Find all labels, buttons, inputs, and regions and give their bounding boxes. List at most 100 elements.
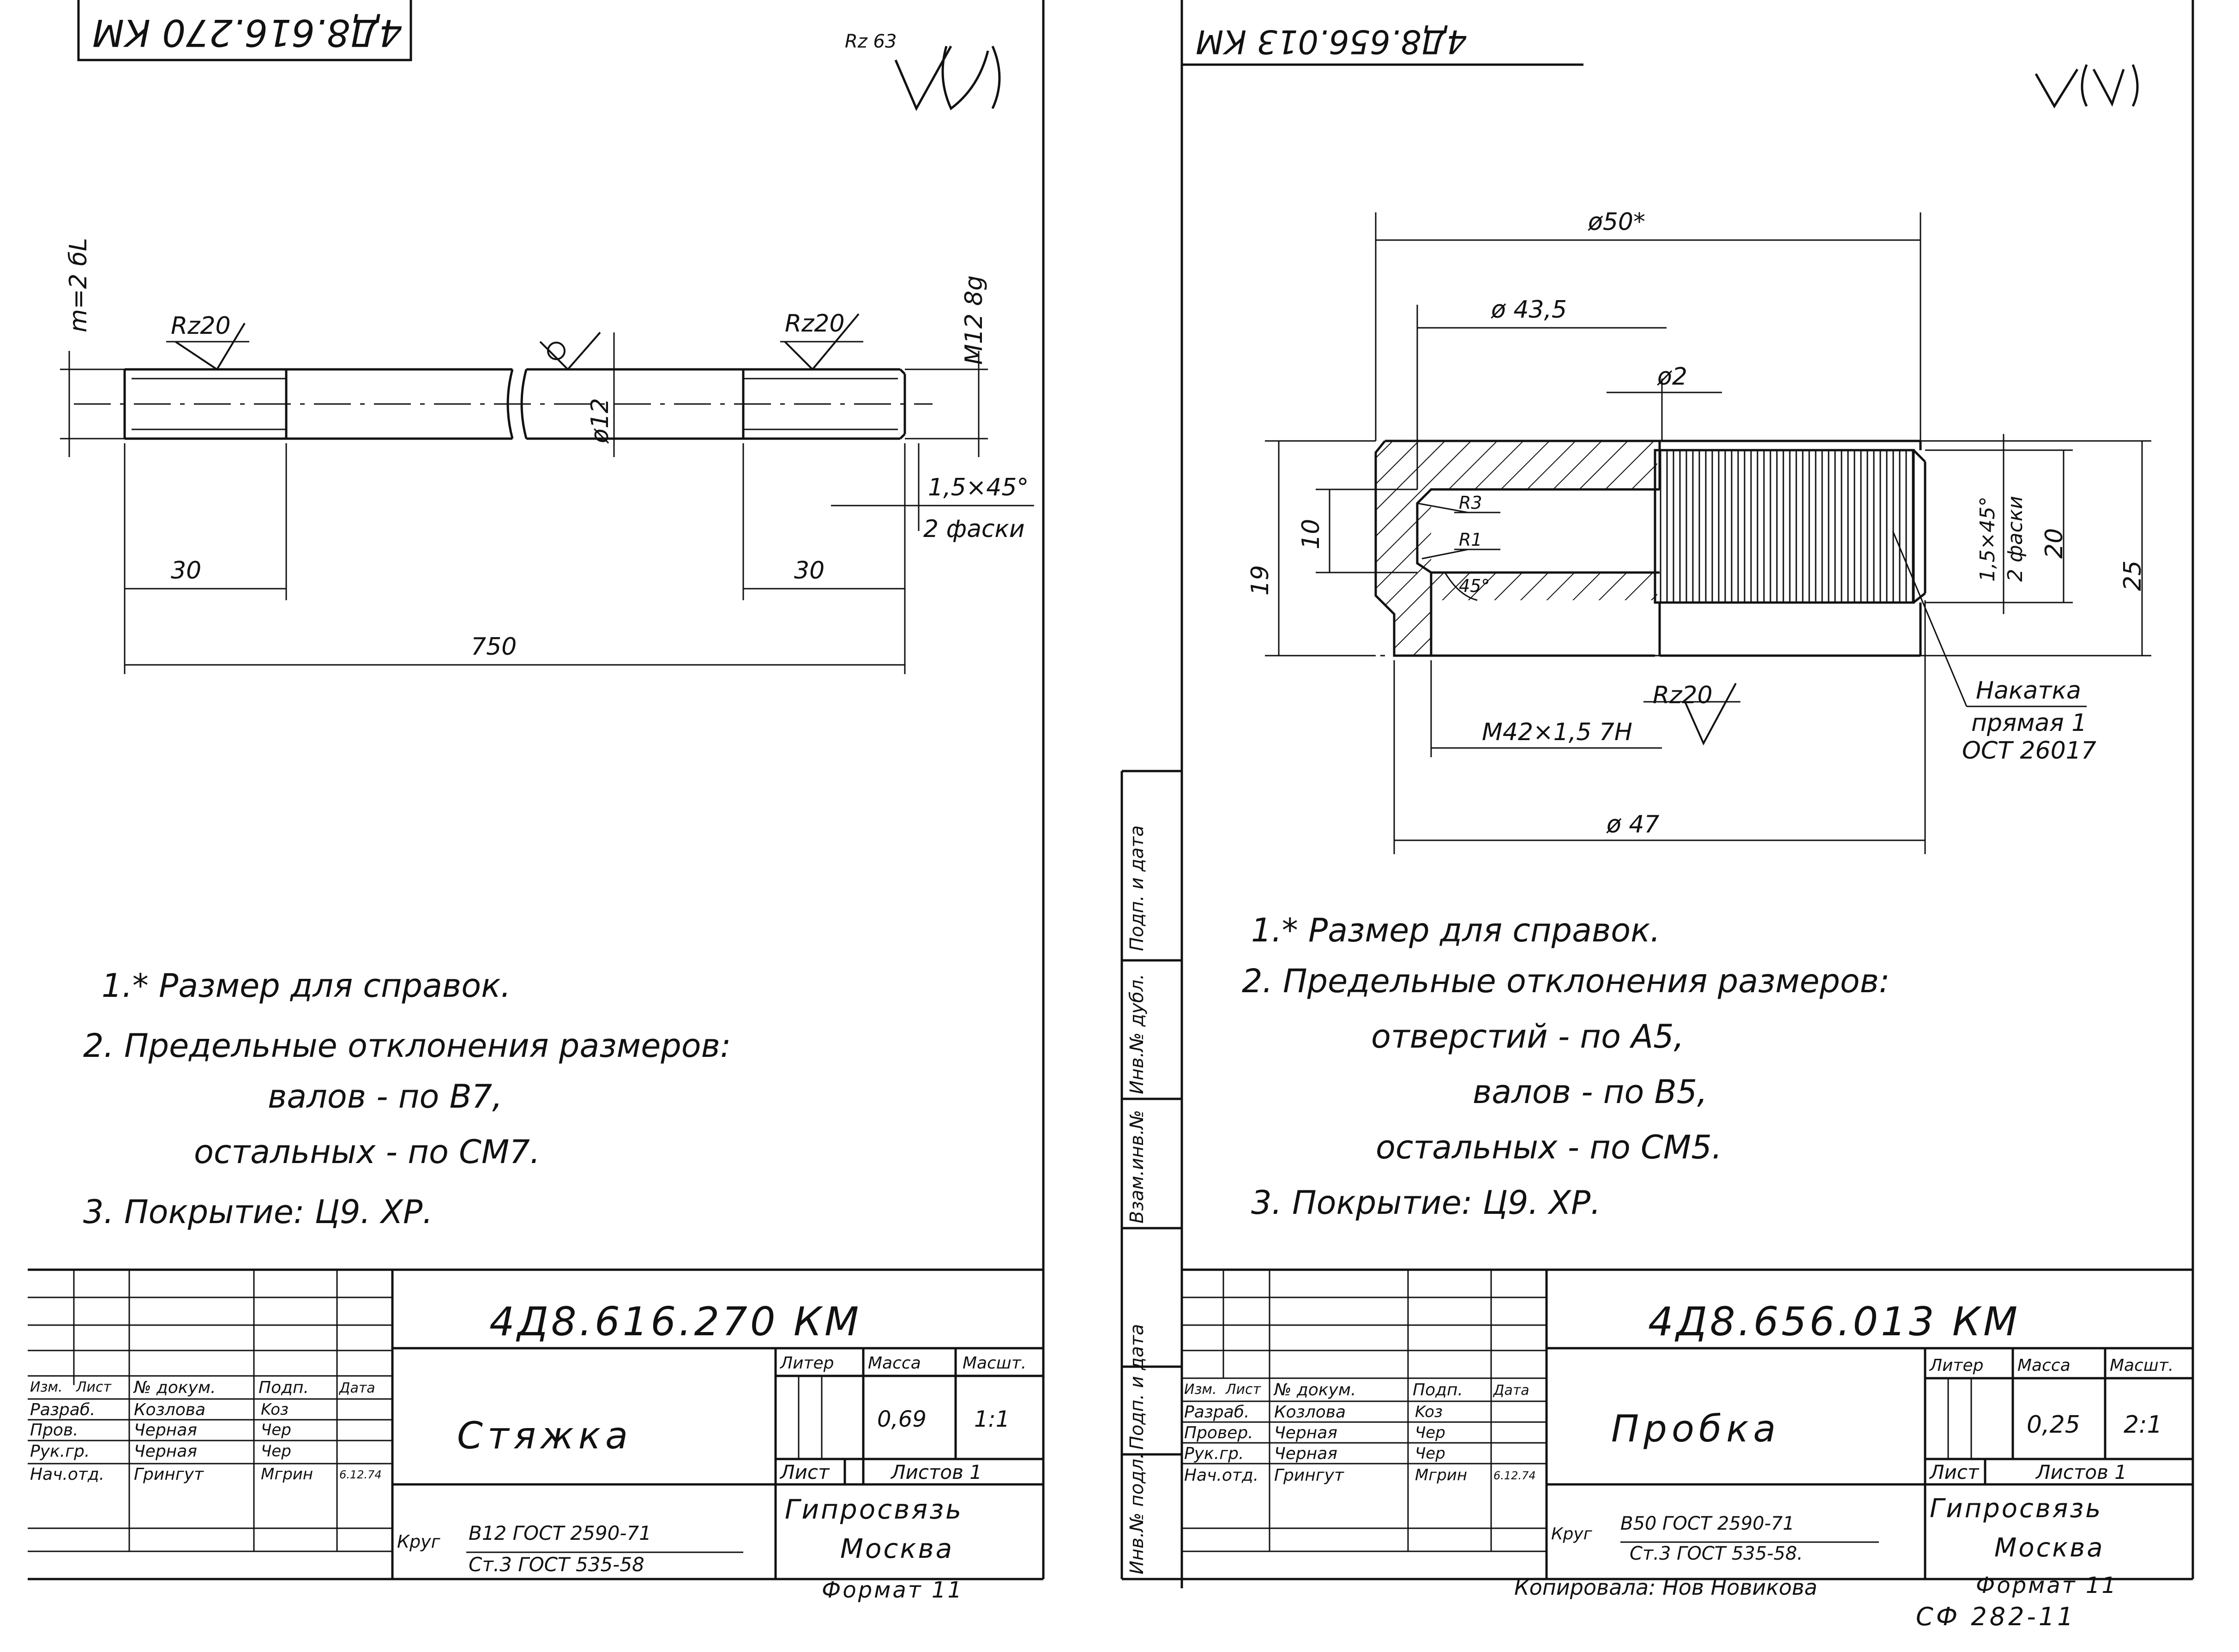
left-hdr-doc: № докум. <box>134 1378 216 1397</box>
right-d50: ø50* <box>1588 208 1645 236</box>
right-role-2: Провер. <box>1184 1423 1253 1442</box>
right-sign-4: Мгрин <box>1415 1466 1468 1484</box>
left-thread-left: m=2 бL <box>65 238 92 332</box>
left-len-left: 30 <box>171 557 202 585</box>
right-part-name: Пробка <box>1611 1407 1781 1450</box>
right-material-top: В50 ГОСТ 2590-71 <box>1620 1513 1795 1534</box>
left-sign-3: Чер <box>261 1442 291 1460</box>
right-role-4: Нач.отд. <box>1184 1466 1259 1485</box>
left-format: Формат 11 <box>822 1577 964 1603</box>
side-stamp-2: Подп. и дата <box>1126 1324 1148 1450</box>
right-note-2c: остальных - по СМ5. <box>1376 1128 1722 1166</box>
right-person-2: Черная <box>1274 1423 1337 1442</box>
left-role-1: Разраб. <box>30 1400 96 1419</box>
left-mass-label: Масса <box>868 1354 921 1373</box>
right-person-3: Черная <box>1274 1444 1337 1463</box>
left-doc-number: 4Д8.616.270 КМ <box>489 1299 862 1345</box>
right-role-3: Рук.гр. <box>1184 1444 1244 1463</box>
right-d47: ø 47 <box>1607 811 1660 838</box>
left-person-2: Черная <box>134 1421 197 1440</box>
right-material-bottom: Ст.3 ГОСТ 535-58. <box>1630 1543 1803 1564</box>
right-mass-label: Масса <box>2017 1356 2070 1375</box>
left-title-block-lines <box>28 1268 1043 1579</box>
right-role-1: Разраб. <box>1184 1403 1250 1422</box>
left-sign-4: Мгрин <box>261 1465 313 1483</box>
right-hdr-date: Дата <box>1493 1382 1529 1399</box>
left-material-top: В12 ГОСТ 2590-71 <box>469 1522 651 1544</box>
left-note-2b: остальных - по СМ7. <box>194 1133 541 1171</box>
rod-drawing <box>60 313 1034 674</box>
right-sign-3: Чер <box>1415 1444 1445 1463</box>
side-stamp-1: Инв.№ подл. <box>1126 1453 1148 1574</box>
left-liter-label: Литер <box>780 1354 834 1373</box>
right-note-2: 2. Предельные отклонения размеров: <box>1242 962 1890 1000</box>
side-stamp-5: Подп. и дата <box>1126 825 1148 951</box>
right-knurl-1: Накатка <box>1976 677 2081 705</box>
right-person-4: Грингут <box>1274 1466 1344 1485</box>
left-scale-label: Масшт. <box>963 1354 1027 1373</box>
right-r3: R3 <box>1459 493 1482 513</box>
right-title-block-lines <box>1182 1268 2194 1579</box>
right-a45: 45° <box>1459 576 1490 596</box>
left-material-prefix: Круг <box>397 1531 440 1552</box>
left-general-roughness: Rz 63 <box>845 31 897 52</box>
right-note-2b: валов - по В5, <box>1473 1073 1708 1111</box>
left-part-name: Стяжка <box>457 1414 632 1457</box>
left-note-3: 3. Покрытие: Ц9. ХР. <box>83 1193 433 1231</box>
right-note-3: 3. Покрытие: Ц9. ХР. <box>1251 1184 1601 1222</box>
right-drawing-sheet: 4Д8.656.013 КМ ø50* ø 43,5 ø2 R3 R1 45° … <box>1076 0 2239 1652</box>
right-chamfer-count: 2 фаски <box>2004 496 2027 582</box>
left-note-2a: валов - по В7, <box>268 1078 503 1115</box>
left-corner-code: 4Д8.616.270 КМ <box>92 11 403 54</box>
sheet-code: СФ 282-11 <box>1916 1602 2076 1631</box>
left-sheets-label: Листов 1 <box>891 1461 982 1483</box>
right-h25: 25 <box>2119 560 2147 591</box>
right-knurl-3: ОСТ 26017 <box>1962 737 2096 765</box>
left-len-right: 30 <box>794 557 825 585</box>
right-sign-2: Чер <box>1415 1423 1445 1442</box>
right-format: Формат 11 <box>1976 1573 2118 1598</box>
right-drawing-lines <box>1120 0 2194 1588</box>
right-city: Москва <box>1994 1533 2105 1563</box>
left-sheet-label: Лист <box>780 1461 830 1483</box>
right-scale-label: Масшт. <box>2110 1356 2174 1375</box>
side-stamp-3: Взам.инв.№ <box>1126 1109 1148 1224</box>
left-hdr-date: Дата <box>339 1380 375 1396</box>
left-diameter: ø12 <box>586 398 614 443</box>
right-r1: R1 <box>1459 530 1482 550</box>
left-chamfer-count: 2 фаски <box>923 515 1025 543</box>
right-doc-number: 4Д8.656.013 КМ <box>1648 1299 2021 1345</box>
right-scale: 2:1 <box>2124 1411 2162 1439</box>
right-sheet-label: Лист <box>1930 1461 1979 1483</box>
left-rz-1: Rz20 <box>171 312 231 340</box>
left-role-4: Нач.отд. <box>30 1465 105 1484</box>
left-thread-right: M12 8g <box>960 275 988 365</box>
right-d435: ø 43,5 <box>1491 296 1567 324</box>
right-hdr-doc: № докум. <box>1274 1381 1356 1399</box>
left-org: Гипросвязь <box>785 1494 963 1525</box>
right-corner-code: 4Д8.656.013 КМ <box>1196 23 1467 60</box>
right-hdr-list: Лист <box>1226 1381 1261 1398</box>
right-h19: 19 <box>1246 565 1274 596</box>
right-rz: Rz20 <box>1653 681 1713 709</box>
right-d2: ø2 <box>1657 363 1687 391</box>
right-mass: 0,25 <box>2027 1411 2080 1439</box>
left-role-2: Пров. <box>30 1421 78 1440</box>
left-sign-1: Koз <box>261 1400 289 1419</box>
left-hdr-izm: Изм. <box>30 1379 63 1395</box>
left-hdr-sign: Подп. <box>259 1378 309 1397</box>
right-material-prefix: Круг <box>1551 1525 1592 1543</box>
left-sign-2: Чер <box>261 1421 291 1439</box>
right-thread: М42×1,5 7Н <box>1482 718 1633 746</box>
right-date-4: 6.12.74 <box>1493 1469 1536 1482</box>
right-liter-label: Литер <box>1930 1356 1984 1375</box>
plug-drawing <box>1265 212 2151 854</box>
right-note-1: 1.* Размер для справок. <box>1251 911 1661 949</box>
right-knurl-2: прямая 1 <box>1971 709 2087 737</box>
left-note-1: 1.* Размер для справок. <box>102 967 511 1005</box>
right-sign-1: Koз <box>1415 1403 1443 1421</box>
left-scale: 1:1 <box>974 1406 1010 1432</box>
left-len-total: 750 <box>471 633 517 661</box>
right-chamfer: 1,5×45° <box>1976 496 1999 582</box>
right-h20: 20 <box>2040 528 2068 559</box>
